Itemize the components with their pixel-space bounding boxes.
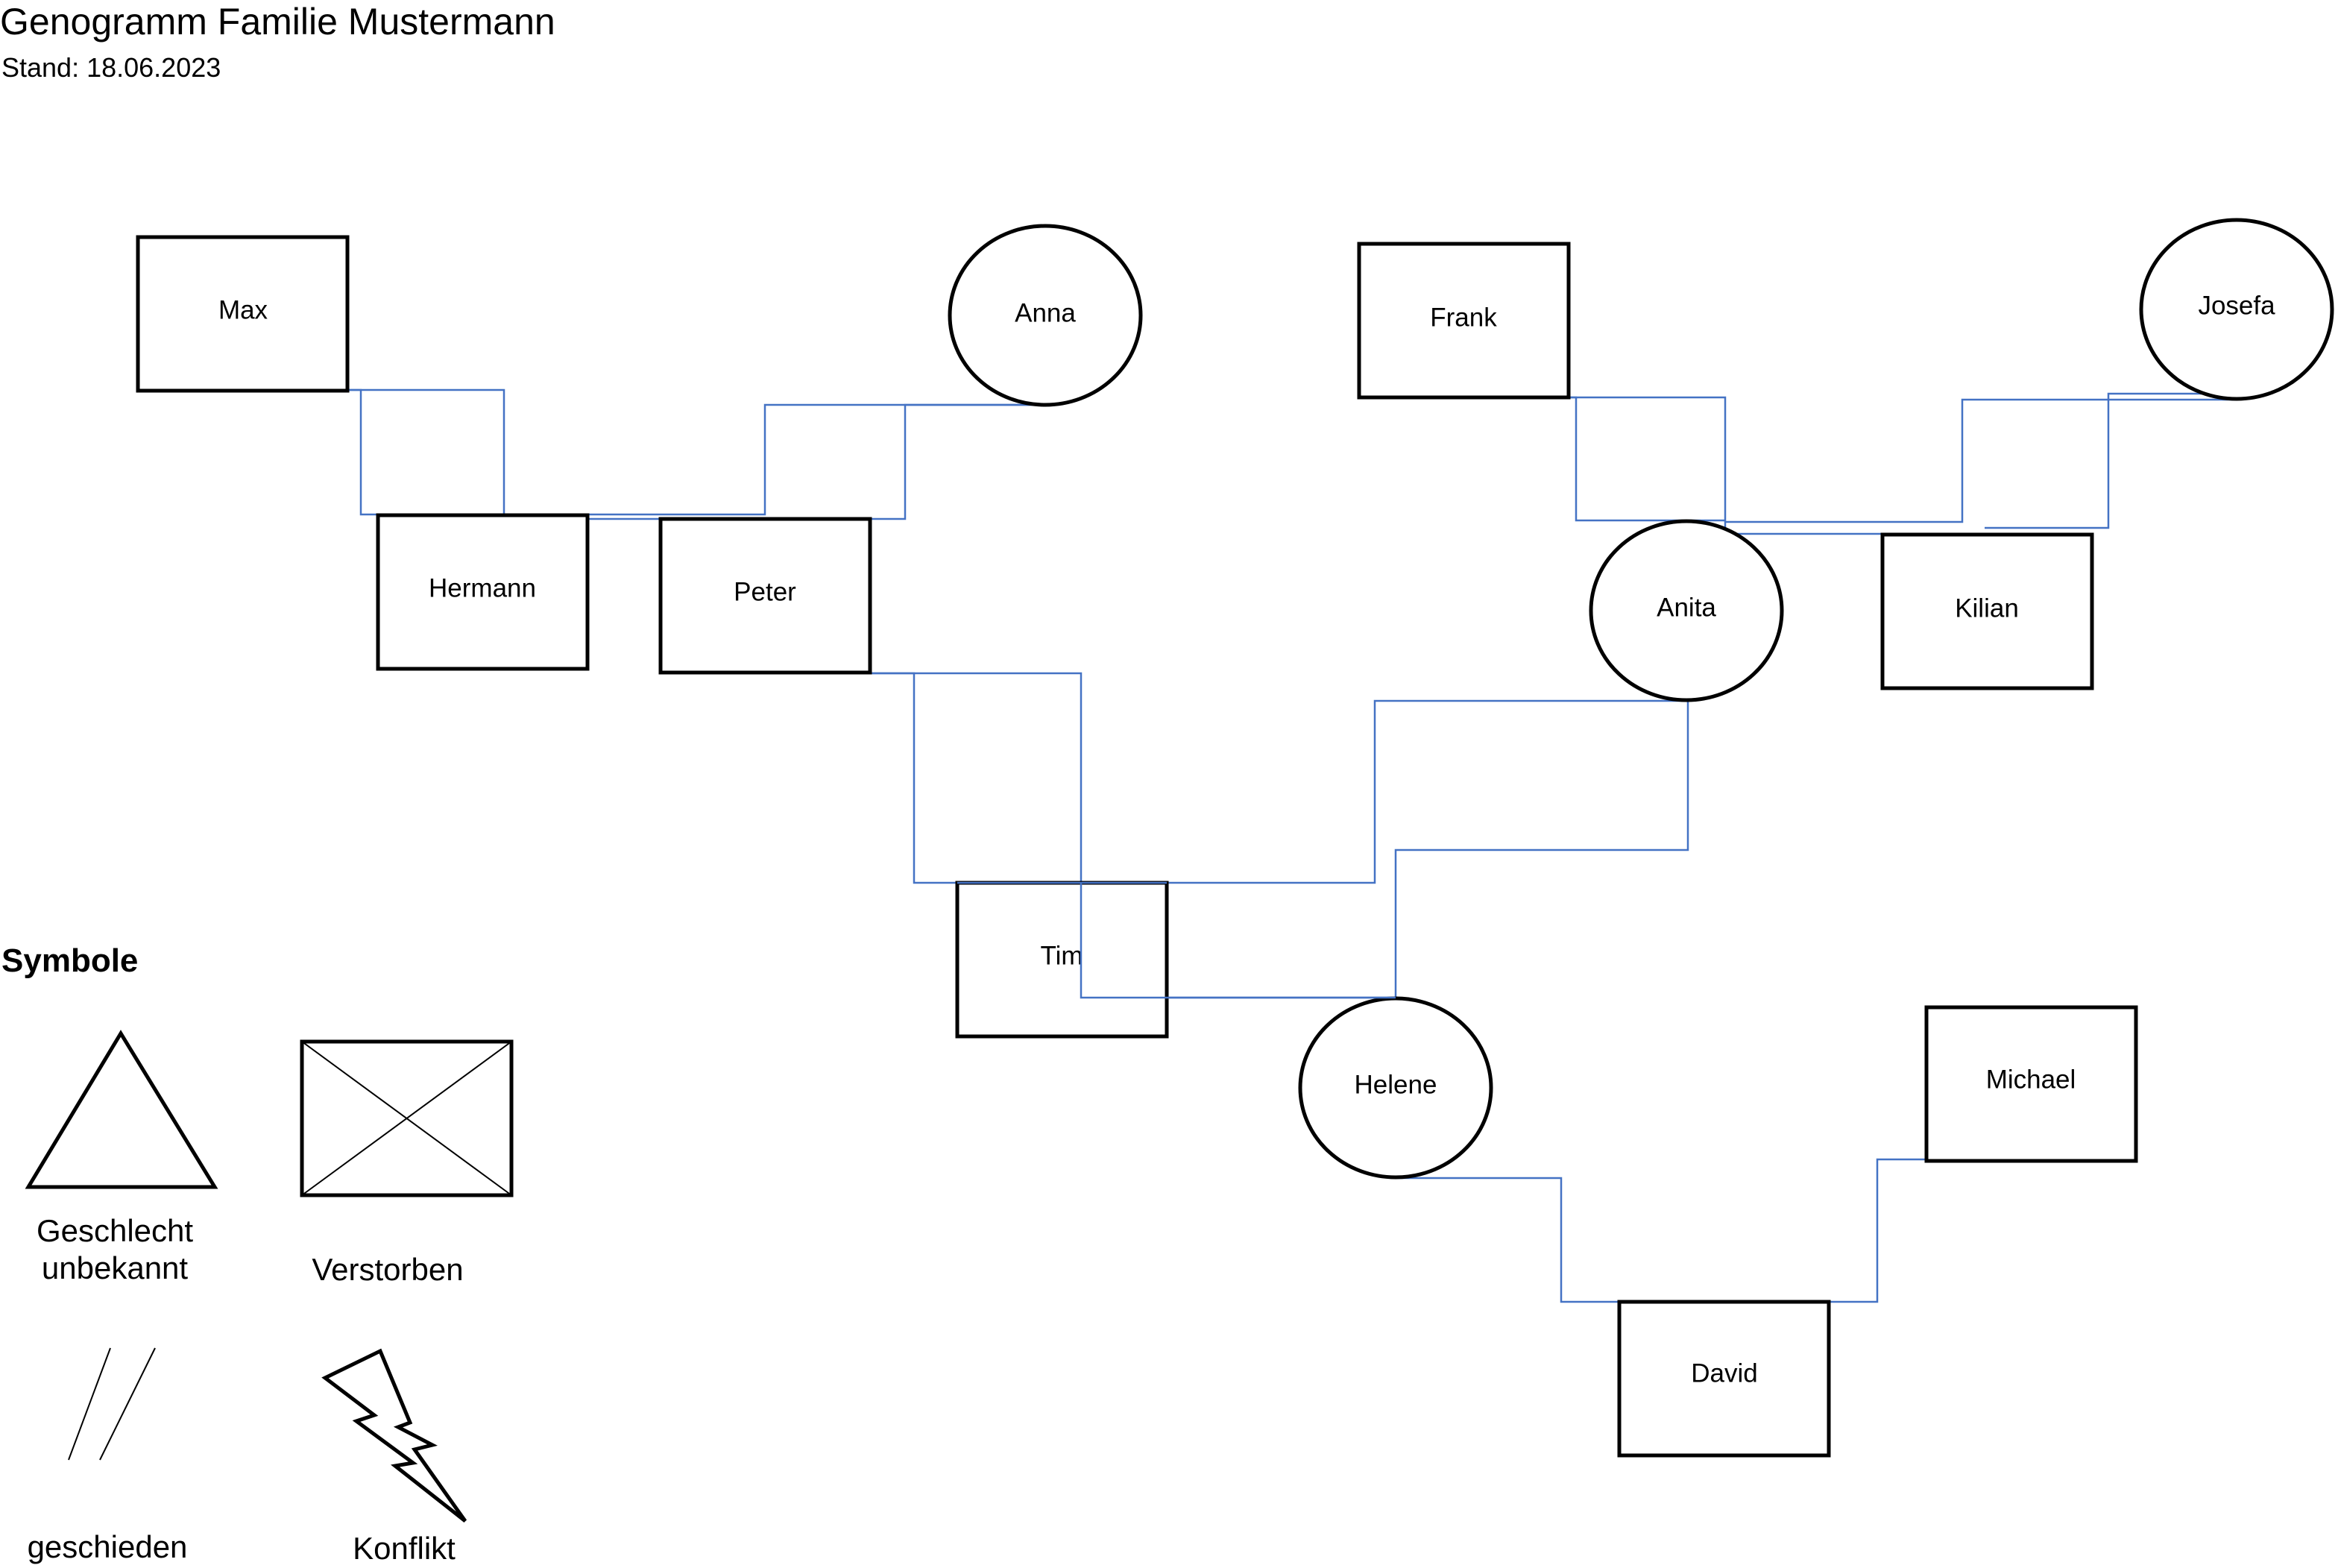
male-square [1924, 1005, 2138, 1163]
connector-josefa-anita [1725, 398, 2237, 523]
page-subtitle: Stand: 18.06.2023 [1, 52, 221, 83]
male-square [658, 517, 872, 675]
person-label-max: Max [218, 295, 268, 324]
connector-anna-peter [765, 403, 1045, 520]
connector-anita-helene [1394, 701, 1689, 998]
connector-anita-tim [1060, 699, 1688, 884]
person-michael[interactable]: Michael [1924, 1005, 2138, 1163]
person-max[interactable]: Max [136, 235, 350, 393]
person-label-anna: Anna [1015, 298, 1076, 327]
person-peter[interactable]: Peter [658, 517, 872, 675]
connector-overlay-tim [1080, 883, 1396, 999]
legend-label-deceased: Verstorben [312, 1252, 464, 1287]
person-label-hermann: Hermann [429, 573, 536, 602]
legend-symbols [25, 1030, 514, 1523]
person-anna[interactable]: Anna [948, 224, 1143, 407]
male-square [955, 881, 1169, 1039]
female-circle [2139, 218, 2334, 401]
connector-michael-david [1724, 1158, 2031, 1303]
person-hermann[interactable]: Hermann [376, 513, 590, 671]
person-label-peter: Peter [734, 577, 796, 606]
deceased-icon [300, 1039, 514, 1197]
person-label-frank: Frank [1430, 303, 1497, 332]
connector-josefa-kilian [1985, 392, 2237, 529]
page-title: Genogramm Familie Mustermann [0, 1, 555, 42]
person-david[interactable]: David [1617, 1300, 1831, 1458]
legend-heading: Symbole [1, 942, 139, 979]
male-square [1617, 1300, 1831, 1458]
legend-label-conflict: Konflikt [353, 1531, 456, 1566]
person-label-tim: Tim [1040, 941, 1083, 970]
person-frank[interactable]: Frank [1357, 242, 1571, 400]
connector-anna-hermann [504, 403, 1045, 516]
female-circle [948, 224, 1143, 407]
connector-frank-kilian [1463, 396, 1985, 535]
divorced-slash-a [68, 1347, 111, 1461]
deceased-cross-line-b [301, 1041, 512, 1196]
person-label-david: David [1691, 1358, 1757, 1388]
person-label-josefa: Josefa [2198, 291, 2275, 320]
connector-max-peter [243, 388, 661, 520]
person-kilian[interactable]: Kilian [1880, 532, 2094, 690]
male-square [1880, 532, 2094, 690]
legend-label-unknown-gender: Geschlecht unbekannt [36, 1213, 194, 1285]
person-label-michael: Michael [1986, 1065, 2076, 1094]
person-label-anita: Anita [1657, 593, 1716, 622]
male-square [1357, 242, 1571, 400]
connector-peter-tim [765, 672, 1060, 884]
person-label-helene: Helene [1355, 1070, 1437, 1099]
person-anita[interactable]: Anita [1589, 519, 1784, 702]
person-label-kilian: Kilian [1955, 593, 2019, 623]
person-helene[interactable]: Helene [1298, 996, 1493, 1180]
triangle-icon [25, 1030, 218, 1189]
person-josefa[interactable]: Josefa [2139, 218, 2334, 401]
connector-max-hermann [243, 388, 480, 516]
connector-frank-anita [1463, 396, 1725, 522]
divorced-icon [68, 1347, 156, 1461]
divorced-slash-b [99, 1347, 156, 1461]
connector-helene-david [1396, 1177, 1724, 1303]
male-square [376, 513, 590, 671]
male-square [136, 235, 350, 393]
person-tim[interactable]: Tim [955, 881, 1169, 1039]
lightning-bolt-icon [321, 1348, 467, 1523]
legend-label-divorced: geschieden [27, 1529, 188, 1564]
female-circle [1589, 519, 1784, 702]
